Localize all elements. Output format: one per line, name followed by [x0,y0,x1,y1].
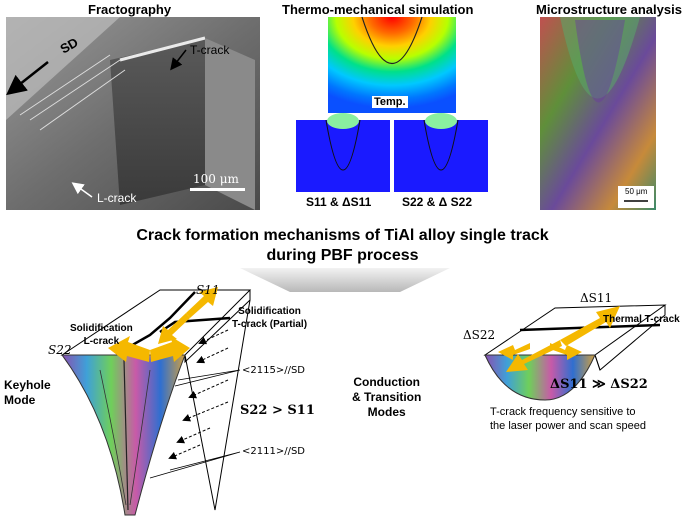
s22-label: S22 & Δ S22 [402,195,472,209]
sol-lcrack-label: Solidification L-crack [70,322,133,348]
header-thermo: Thermo-mechanical simulation [282,2,474,17]
conduction-mode-line-2: & Transition [352,390,422,404]
header-fractography: Fractography [88,2,172,17]
l-crack-label: L-crack [97,191,137,205]
conduction-note: T-crack frequency sensitive to the laser… [490,405,646,433]
t-crack-label: T-crack [190,43,230,57]
conduction-note-line-1: T-crack frequency sensitive to [490,406,636,418]
keyhole-s11-label: S11 [196,283,220,297]
fracto-scale-bar [190,188,245,191]
t-crack-arrow [170,49,187,71]
direction-label-1: <2115>//SD [242,365,305,376]
title-line-1: Crack formation mechanisms of TiAl alloy… [136,227,549,244]
temp-label: Temp. [372,96,408,108]
conduction-note-line-2: the laser power and scan speed [490,420,646,432]
direction-label-2: <2111>//SD [242,446,305,457]
title-line-2: during PBF process [266,247,419,264]
conduction-relation: ΔS11 ≫ ΔS22 [550,377,648,392]
sol-lcrack-line-1: Solidification [70,323,133,334]
keyhole-mode-line-1: Keyhole [4,378,51,392]
flow-arrow [240,268,450,292]
l-crack-arrow [71,182,93,198]
conduction-mode-line-3: Modes [367,405,406,419]
keyhole-s22-label: S22 [48,343,72,357]
keyhole-mode-label: Keyhole Mode [4,378,51,408]
keyhole-relation: S22 > S11 [240,403,315,418]
fracto-scale-label: 100 μm [193,172,239,186]
s11-label: S11 & ΔS11 [306,195,372,209]
conduction-ds11-label: ΔS11 [580,291,613,305]
sd-arrow [6,61,49,96]
keyhole-stress-arrows [108,287,218,362]
fractography-image [6,17,260,210]
thermal-tcrack-label: Thermal T-crack [603,314,680,325]
diagram-title: Crack formation mechanisms of TiAl alloy… [0,226,685,266]
header-micro: Microstructure analysis [536,2,682,17]
micro-scale-label: 50 μm [625,187,648,196]
sol-lcrack-line-2: L-crack [83,336,120,347]
sol-tcrack-label: Solidification T-crack (Partial) [232,305,307,331]
sol-tcrack-line-2: T-crack (Partial) [232,319,308,330]
sol-tcrack-line-1: Solidification [238,306,301,317]
microstructure-image [540,17,656,210]
conduction-mode-line-1: Conduction [353,375,420,389]
s11-simulation [296,113,390,192]
s22-simulation [394,113,488,192]
conduction-ds22-label: ΔS22 [463,328,496,342]
conduction-mode-label: Conduction & Transition Modes [352,375,421,420]
keyhole-mode-line-2: Mode [4,393,36,407]
conduction-stress-arrows [498,306,620,372]
